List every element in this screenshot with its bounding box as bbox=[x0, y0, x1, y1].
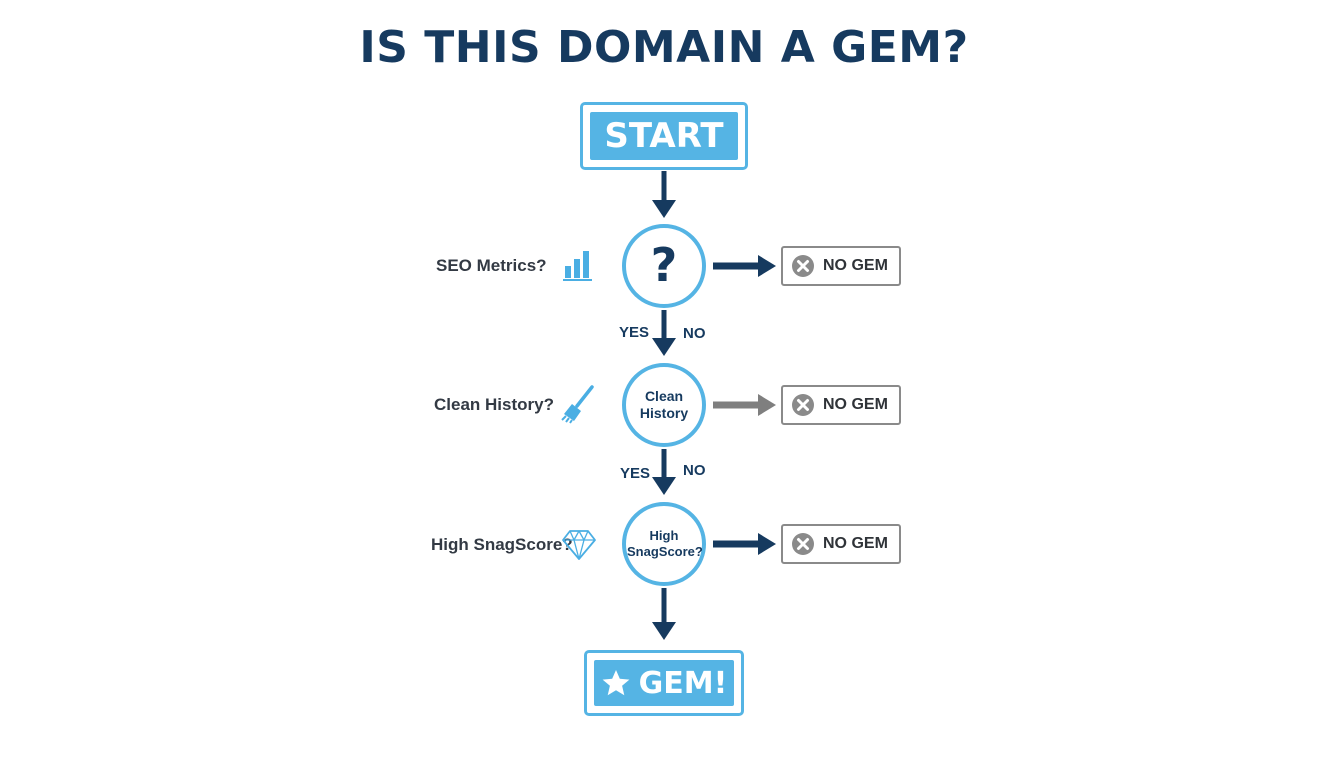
high-snagscore-label: High SnagScore? bbox=[431, 535, 573, 554]
no-gem-label: NO GEM bbox=[823, 257, 888, 274]
clean-history-label: Clean History? bbox=[434, 395, 554, 414]
yes-label: YES bbox=[620, 465, 651, 482]
no-label: NO bbox=[683, 325, 706, 342]
page-title: IS THIS DOMAIN A GEM? bbox=[359, 22, 969, 73]
seo-metrics-label: SEO Metrics? bbox=[436, 256, 547, 275]
close-circle-icon bbox=[792, 394, 814, 416]
gem-node: GEM! bbox=[584, 650, 744, 716]
diamond-icon bbox=[562, 530, 596, 560]
gem-label: GEM! bbox=[638, 665, 728, 701]
close-circle-icon bbox=[792, 533, 814, 555]
yes-label: YES bbox=[619, 324, 650, 341]
clean-history-node-text: Clean History bbox=[639, 387, 689, 422]
no-gem-label: NO GEM bbox=[823, 396, 888, 413]
no-gem-label: NO GEM bbox=[823, 535, 888, 552]
bar-chart-icon bbox=[563, 251, 592, 281]
start-label: START bbox=[604, 116, 724, 156]
gem-node-fill: GEM! bbox=[594, 660, 734, 706]
question-mark: ? bbox=[650, 238, 678, 293]
decision-node-seo: ? bbox=[622, 224, 706, 308]
star-icon bbox=[602, 670, 630, 696]
start-node-fill: START bbox=[590, 112, 738, 160]
down-arrows bbox=[652, 171, 676, 640]
no-gem-outcome: NO GEM bbox=[781, 385, 901, 425]
no-arrows bbox=[713, 255, 776, 555]
snagscore-node-text: High SnagScore? bbox=[627, 527, 703, 559]
no-gem-outcome: NO GEM bbox=[781, 246, 901, 286]
no-label: NO bbox=[683, 462, 706, 479]
close-circle-icon bbox=[792, 255, 814, 277]
no-gem-outcome: NO GEM bbox=[781, 524, 901, 564]
broom-icon bbox=[561, 385, 594, 424]
start-node: START bbox=[580, 102, 748, 170]
decision-node-clean-history: Clean History bbox=[622, 363, 706, 447]
decision-node-snagscore: High SnagScore? bbox=[622, 502, 706, 586]
